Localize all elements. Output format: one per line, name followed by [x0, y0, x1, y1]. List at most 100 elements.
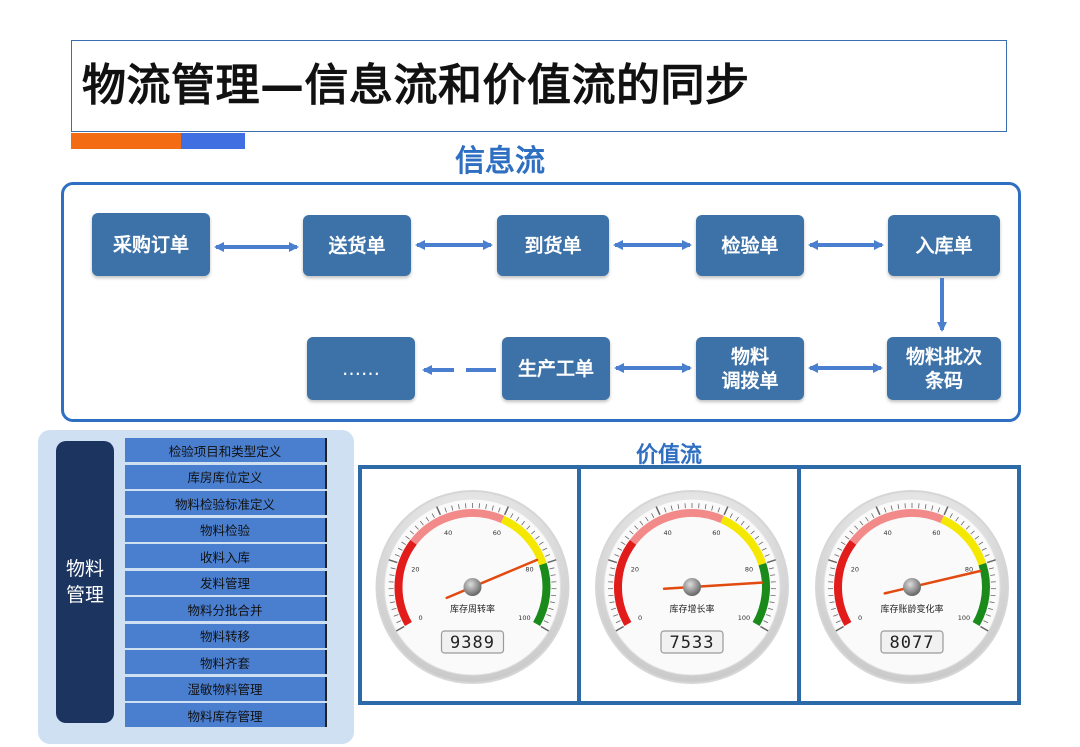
gauge-tick	[389, 601, 395, 604]
gauge-tick	[931, 505, 934, 511]
gauge-tick	[547, 559, 557, 564]
gauge-tick	[828, 559, 838, 564]
material-list-item: 库房库位定义	[125, 464, 327, 489]
gauge-tick	[949, 513, 953, 518]
node-purchase-order: 采购订单	[92, 213, 210, 276]
node-more: ……	[307, 337, 415, 400]
gauge-tick	[829, 601, 835, 604]
gauge-tick	[645, 516, 649, 522]
gauge-band	[972, 562, 990, 626]
gauge-tick	[503, 506, 509, 516]
gauge-tick	[401, 541, 407, 546]
gauge-tick-label: 60	[712, 529, 720, 537]
gauge-tick	[717, 507, 721, 513]
gauge-tick	[765, 614, 771, 617]
gauge-tick	[830, 567, 836, 570]
gauge-band	[410, 509, 505, 545]
gauge-tick	[394, 554, 400, 557]
gauge-band	[629, 509, 724, 545]
gauge-hub	[683, 578, 701, 596]
gauge-tick-label: 40	[883, 529, 891, 537]
gauge-tick	[526, 525, 531, 530]
gauge-needle	[445, 558, 539, 600]
gauge-readout: 8077	[890, 633, 935, 653]
gauge-tick	[550, 574, 556, 576]
gauge-tick-label: 20	[411, 565, 419, 573]
gauge-tick	[613, 614, 619, 617]
gauge-tick	[414, 525, 419, 530]
gauge-label: 库存周转率	[450, 603, 495, 615]
gauge-tick	[828, 574, 834, 576]
material-list-item: 收料入库	[125, 544, 327, 568]
node-arrival-note: 到货单	[497, 215, 609, 276]
gauge-tick-label: 20	[631, 565, 639, 573]
gauge-tick	[521, 520, 525, 526]
gauge-tick	[620, 541, 626, 546]
node-material-transfer: 物料 调拨单	[696, 337, 804, 400]
gauge-band	[720, 515, 767, 566]
gauge-tick	[830, 607, 837, 610]
material-list-item: 发料管理	[125, 570, 327, 595]
gauge-tick	[988, 567, 994, 570]
gauge-tick	[515, 516, 520, 522]
gauge-tick-label: 0	[858, 614, 862, 622]
gauge-tick	[769, 601, 775, 604]
gauge-tick	[859, 520, 864, 526]
gauge-tick-label: 80	[525, 565, 533, 573]
gauge-tick	[766, 559, 776, 564]
gauge-tick	[980, 625, 989, 632]
gauge-tick	[614, 554, 620, 557]
gauge-tick-label: 100	[738, 614, 750, 622]
info-flow-panel	[61, 182, 1021, 422]
material-list-item: 物料检验标准定义	[125, 491, 327, 515]
gauge-tick	[617, 547, 623, 551]
gauge-tick-label: 100	[958, 614, 970, 622]
gauge-tick	[655, 506, 661, 516]
gauge-tick	[538, 541, 544, 546]
material-list-item: 物料库存管理	[125, 703, 327, 727]
gauge-tick-label: 40	[444, 529, 452, 537]
gauge-tick	[840, 541, 846, 546]
gauge-tick	[651, 513, 655, 518]
gauge-tick	[608, 559, 618, 564]
node-inspection-note: 检验单	[696, 215, 804, 276]
gauge-tick	[965, 525, 970, 530]
gauge-band	[394, 539, 417, 626]
gauge-tick	[390, 567, 396, 570]
gauge-tick	[837, 547, 843, 551]
gauge-tick	[420, 520, 424, 526]
gauge-tick	[535, 535, 540, 540]
gauge-tick	[883, 507, 887, 513]
material-list-item: 物料齐套	[125, 650, 327, 674]
gauge-tick	[388, 594, 394, 597]
gauge-tick	[458, 504, 460, 510]
gauge-tick	[485, 504, 487, 510]
gauge-tick	[608, 594, 614, 597]
node-warehouse-entry: 入库单	[888, 215, 1000, 276]
gauge-tick	[989, 601, 995, 604]
gauge-tick	[540, 625, 550, 632]
gauge-tick	[543, 620, 549, 624]
material-list-item: 物料转移	[125, 623, 327, 648]
gauge-tick	[711, 505, 714, 511]
accent-bar-blue	[181, 133, 245, 149]
gauge-tick	[924, 504, 927, 510]
material-list-item: 湿敏物料管理	[125, 676, 327, 701]
gauge-tick	[875, 506, 881, 516]
gauge-tick	[955, 516, 959, 522]
gauge-tick	[849, 530, 854, 535]
gauge-tick	[745, 525, 750, 530]
gauge-tick	[393, 614, 399, 617]
gauge-readout: 9389	[450, 633, 495, 653]
gauge-tick	[770, 574, 776, 576]
gauge-readout: 7533	[670, 633, 715, 653]
gauge-tick	[546, 614, 552, 617]
gauge-tick	[677, 504, 680, 510]
gauge-hub	[903, 578, 921, 596]
gauge-tick	[388, 559, 398, 564]
gauge-tick	[750, 530, 755, 535]
gauge-tick	[425, 516, 430, 522]
